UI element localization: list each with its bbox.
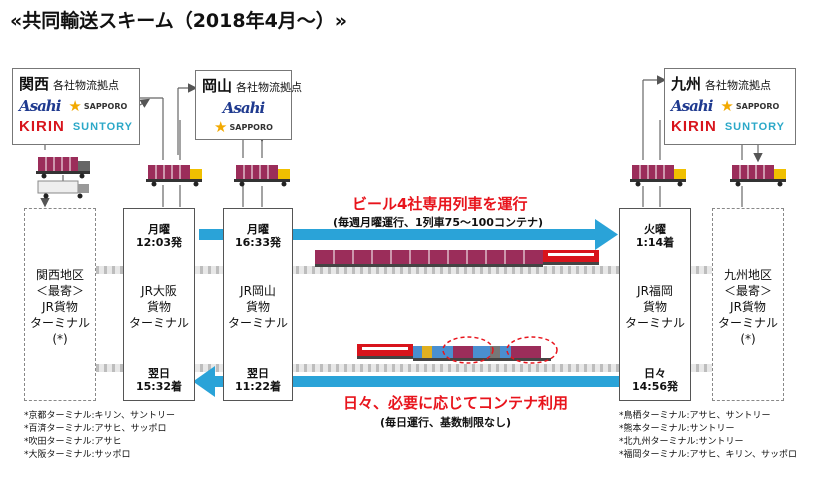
rail-track-lower xyxy=(96,364,714,372)
terminal-okayama: 月曜 16:33発 JR岡山 貨物 ターミナル 翌日 11:22着 xyxy=(223,208,293,401)
truck-kyushu xyxy=(730,165,786,187)
suntory-logo: SUNTORY xyxy=(724,120,786,133)
hub-kyushu-sub: 各社物流拠点 xyxy=(705,79,772,92)
hub-kyushu: 九州各社物流拠点 Asahi ★SAPPORO KIRIN SUNTORY xyxy=(664,68,796,145)
outbound-train xyxy=(315,250,599,267)
footnote-item: *百済ターミナル:アサヒ、サッポロ xyxy=(24,424,167,434)
hub-okayama-sub: 各社物流拠点 xyxy=(236,81,303,94)
asahi-logo: Asahi xyxy=(671,97,713,115)
fukuoka-dep-time: 14:56発 xyxy=(631,380,678,393)
asahi-logo: Asahi xyxy=(222,99,265,117)
footnote-item: *熊本ターミナル:サントリー xyxy=(619,424,735,434)
star-icon: ★ xyxy=(214,118,228,136)
outbound-banner: ビール4社専用列車を運行 xyxy=(352,195,528,213)
page-title: «共同輸送スキーム（2018年4月～）» xyxy=(10,10,348,32)
kirin-logo: KIRIN xyxy=(19,118,65,135)
truck-kansai-van xyxy=(37,180,89,199)
footnotes-left: *京都ターミナル:キリン、サントリー *百済ターミナル:アサヒ、サッポロ *吹田… xyxy=(24,410,175,462)
terminal-kansai-area: 関西地区 ＜最寄＞ JR貨物 ターミナル (*) xyxy=(24,208,96,401)
hub-kansai: 関西各社物流拠点 Asahi ★SAPPORO KIRIN SUNTORY xyxy=(12,68,140,145)
outbound-arrow xyxy=(199,219,618,250)
osaka-dep-time: 12:03発 xyxy=(135,236,182,249)
truck-okayama xyxy=(234,165,290,187)
okayama-arr-day: 翌日 xyxy=(247,367,269,380)
footnote-item: *大阪ターミナル:サッポロ xyxy=(24,450,131,460)
connector-lines xyxy=(40,75,763,208)
footnotes-right: *鳥栖ターミナル:アサヒ、サントリー *熊本ターミナル:サントリー *北九州ター… xyxy=(619,410,797,462)
return-banner: 日々、必要に応じてコンテナ利用 xyxy=(343,394,569,412)
okayama-arr-time: 11:22着 xyxy=(234,380,281,393)
hub-kyushu-region: 九州 xyxy=(671,75,702,93)
hub-okayama: 岡山各社物流拠点 Asahi ★SAPPORO xyxy=(195,70,302,140)
footnote-item: *北九州ターミナル:サントリー xyxy=(619,437,744,447)
okayama-dep-day: 月曜 xyxy=(247,223,269,236)
footnote-item: *福岡ターミナル:アサヒ、キリン、サッポロ xyxy=(619,450,797,460)
star-icon: ★ xyxy=(68,96,82,115)
terminal-osaka: 月曜 12:03発 JR大阪 貨物 ターミナル 翌日 15:32着 xyxy=(123,208,195,401)
footnote-item: *鳥栖ターミナル:アサヒ、サントリー xyxy=(619,411,771,421)
footnote-item: *吹田ターミナル:アサヒ xyxy=(24,437,122,447)
sapporo-logo: ★SAPPORO xyxy=(720,96,780,115)
return-banner-sub: (毎日運行、基数制限なし) xyxy=(380,416,512,429)
suntory-logo: SUNTORY xyxy=(72,120,134,133)
fukuoka-arr-day: 火曜 xyxy=(644,223,666,236)
outbound-banner-sub: (毎週月曜運行、1列車75～100コンテナ) xyxy=(333,216,543,229)
fukuoka-arr-time: 1:14着 xyxy=(635,236,675,249)
footnote-item: *京都ターミナル:キリン、サントリー xyxy=(24,411,175,421)
truck-fukuoka xyxy=(630,165,686,187)
star-icon: ★ xyxy=(720,96,734,115)
terminal-fukuoka: 火曜 1:14着 JR福岡 貨物 ターミナル 日々 14:56発 xyxy=(619,208,691,401)
return-train xyxy=(357,336,558,364)
sapporo-logo: ★SAPPORO xyxy=(214,118,273,136)
hub-kansai-region: 関西 xyxy=(19,75,50,93)
rail-track-upper xyxy=(96,266,714,274)
sapporo-logo: ★SAPPORO xyxy=(68,96,128,115)
hub-okayama-region: 岡山 xyxy=(202,77,233,95)
osaka-dep-day: 月曜 xyxy=(148,223,170,236)
fukuoka-dep-day: 日々 xyxy=(644,367,666,380)
truck-osaka xyxy=(146,165,202,187)
truck-kansai-container xyxy=(36,157,90,179)
asahi-logo: Asahi xyxy=(19,97,61,115)
terminal-kyushu-area: 九州地区 ＜最寄＞ JR貨物 ターミナル (*) xyxy=(712,208,784,401)
kirin-logo: KIRIN xyxy=(671,118,717,135)
hub-kansai-sub: 各社物流拠点 xyxy=(53,79,120,92)
osaka-arr-time: 15:32着 xyxy=(135,380,182,393)
return-arrow xyxy=(193,366,619,397)
okayama-dep-time: 16:33発 xyxy=(234,236,281,249)
osaka-arr-day: 翌日 xyxy=(148,367,170,380)
